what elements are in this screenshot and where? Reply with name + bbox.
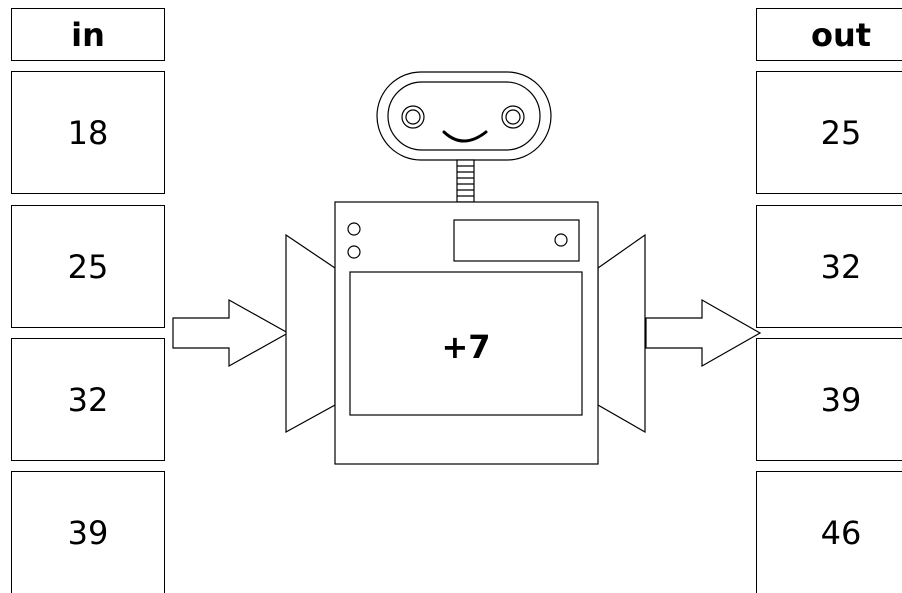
output-cell-4: 46 xyxy=(756,471,902,593)
input-header: in xyxy=(11,8,165,61)
output-header: out xyxy=(756,8,902,61)
input-cell-1: 18 xyxy=(11,71,165,194)
input-cell-4: 39 xyxy=(11,471,165,593)
machine-screen xyxy=(349,271,583,416)
output-cell-1: 25 xyxy=(756,71,902,194)
right-funnel-icon xyxy=(597,233,646,434)
input-arrow-icon xyxy=(172,298,290,368)
robot-neck-icon xyxy=(456,159,475,203)
input-cell-3: 32 xyxy=(11,338,165,461)
machine-rule-label: +7 xyxy=(441,328,490,366)
output-arrow-icon xyxy=(645,298,762,368)
input-cell-2: 25 xyxy=(11,205,165,328)
robot-head-icon xyxy=(376,71,552,161)
output-cell-3: 39 xyxy=(756,338,902,461)
output-cell-2: 32 xyxy=(756,205,902,328)
left-funnel-icon xyxy=(285,233,336,434)
